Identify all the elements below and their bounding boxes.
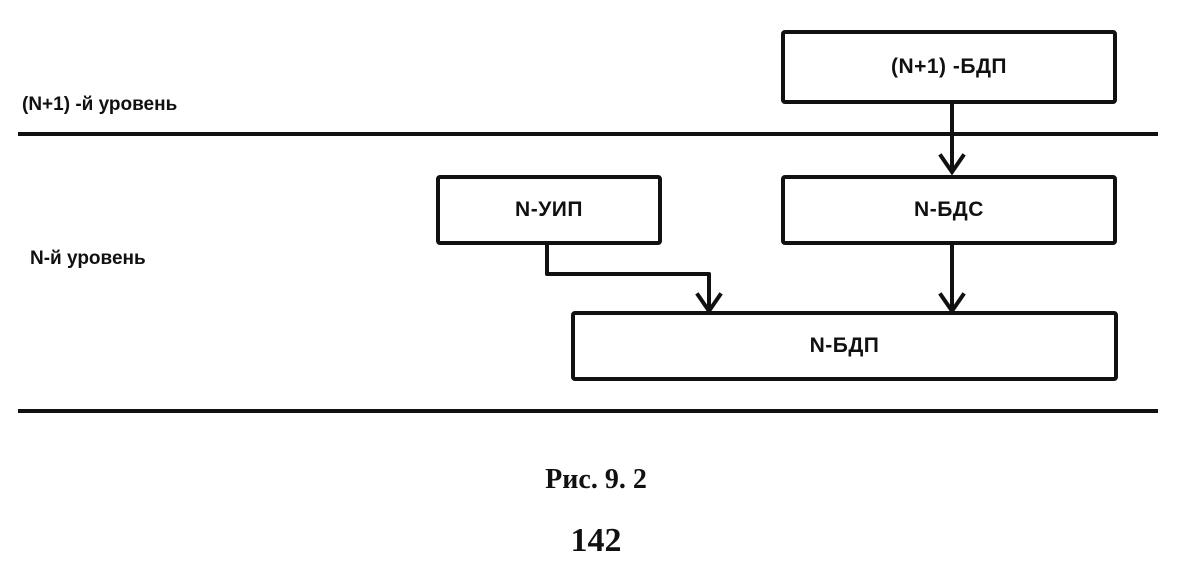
box-upper-bdp: (N+1) -БДП — [781, 30, 1117, 104]
lower-level-label: N-й уровень — [30, 248, 146, 269]
figure-caption: Рис. 9. 2 — [545, 464, 647, 495]
box-n-bdp: N-БДП — [571, 311, 1118, 381]
box-n-bds: N-БДС — [781, 175, 1117, 245]
box-n-bds-label: N-БДС — [914, 198, 984, 221]
arrow-upper-bdp-to-bds — [938, 103, 966, 176]
box-upper-bdp-label: (N+1) -БДП — [890, 55, 1008, 78]
box-n-uip-label: N-УИП — [515, 198, 583, 221]
arrow-bds-to-bdp — [938, 245, 966, 315]
arrow-uip-to-bdp — [545, 244, 723, 315]
upper-level-label: (N+1) -й уровень — [22, 94, 178, 115]
page-number: 142 — [570, 522, 622, 559]
box-n-bdp-label: N-БДП — [809, 334, 880, 357]
box-n-uip: N-УИП — [436, 175, 662, 245]
